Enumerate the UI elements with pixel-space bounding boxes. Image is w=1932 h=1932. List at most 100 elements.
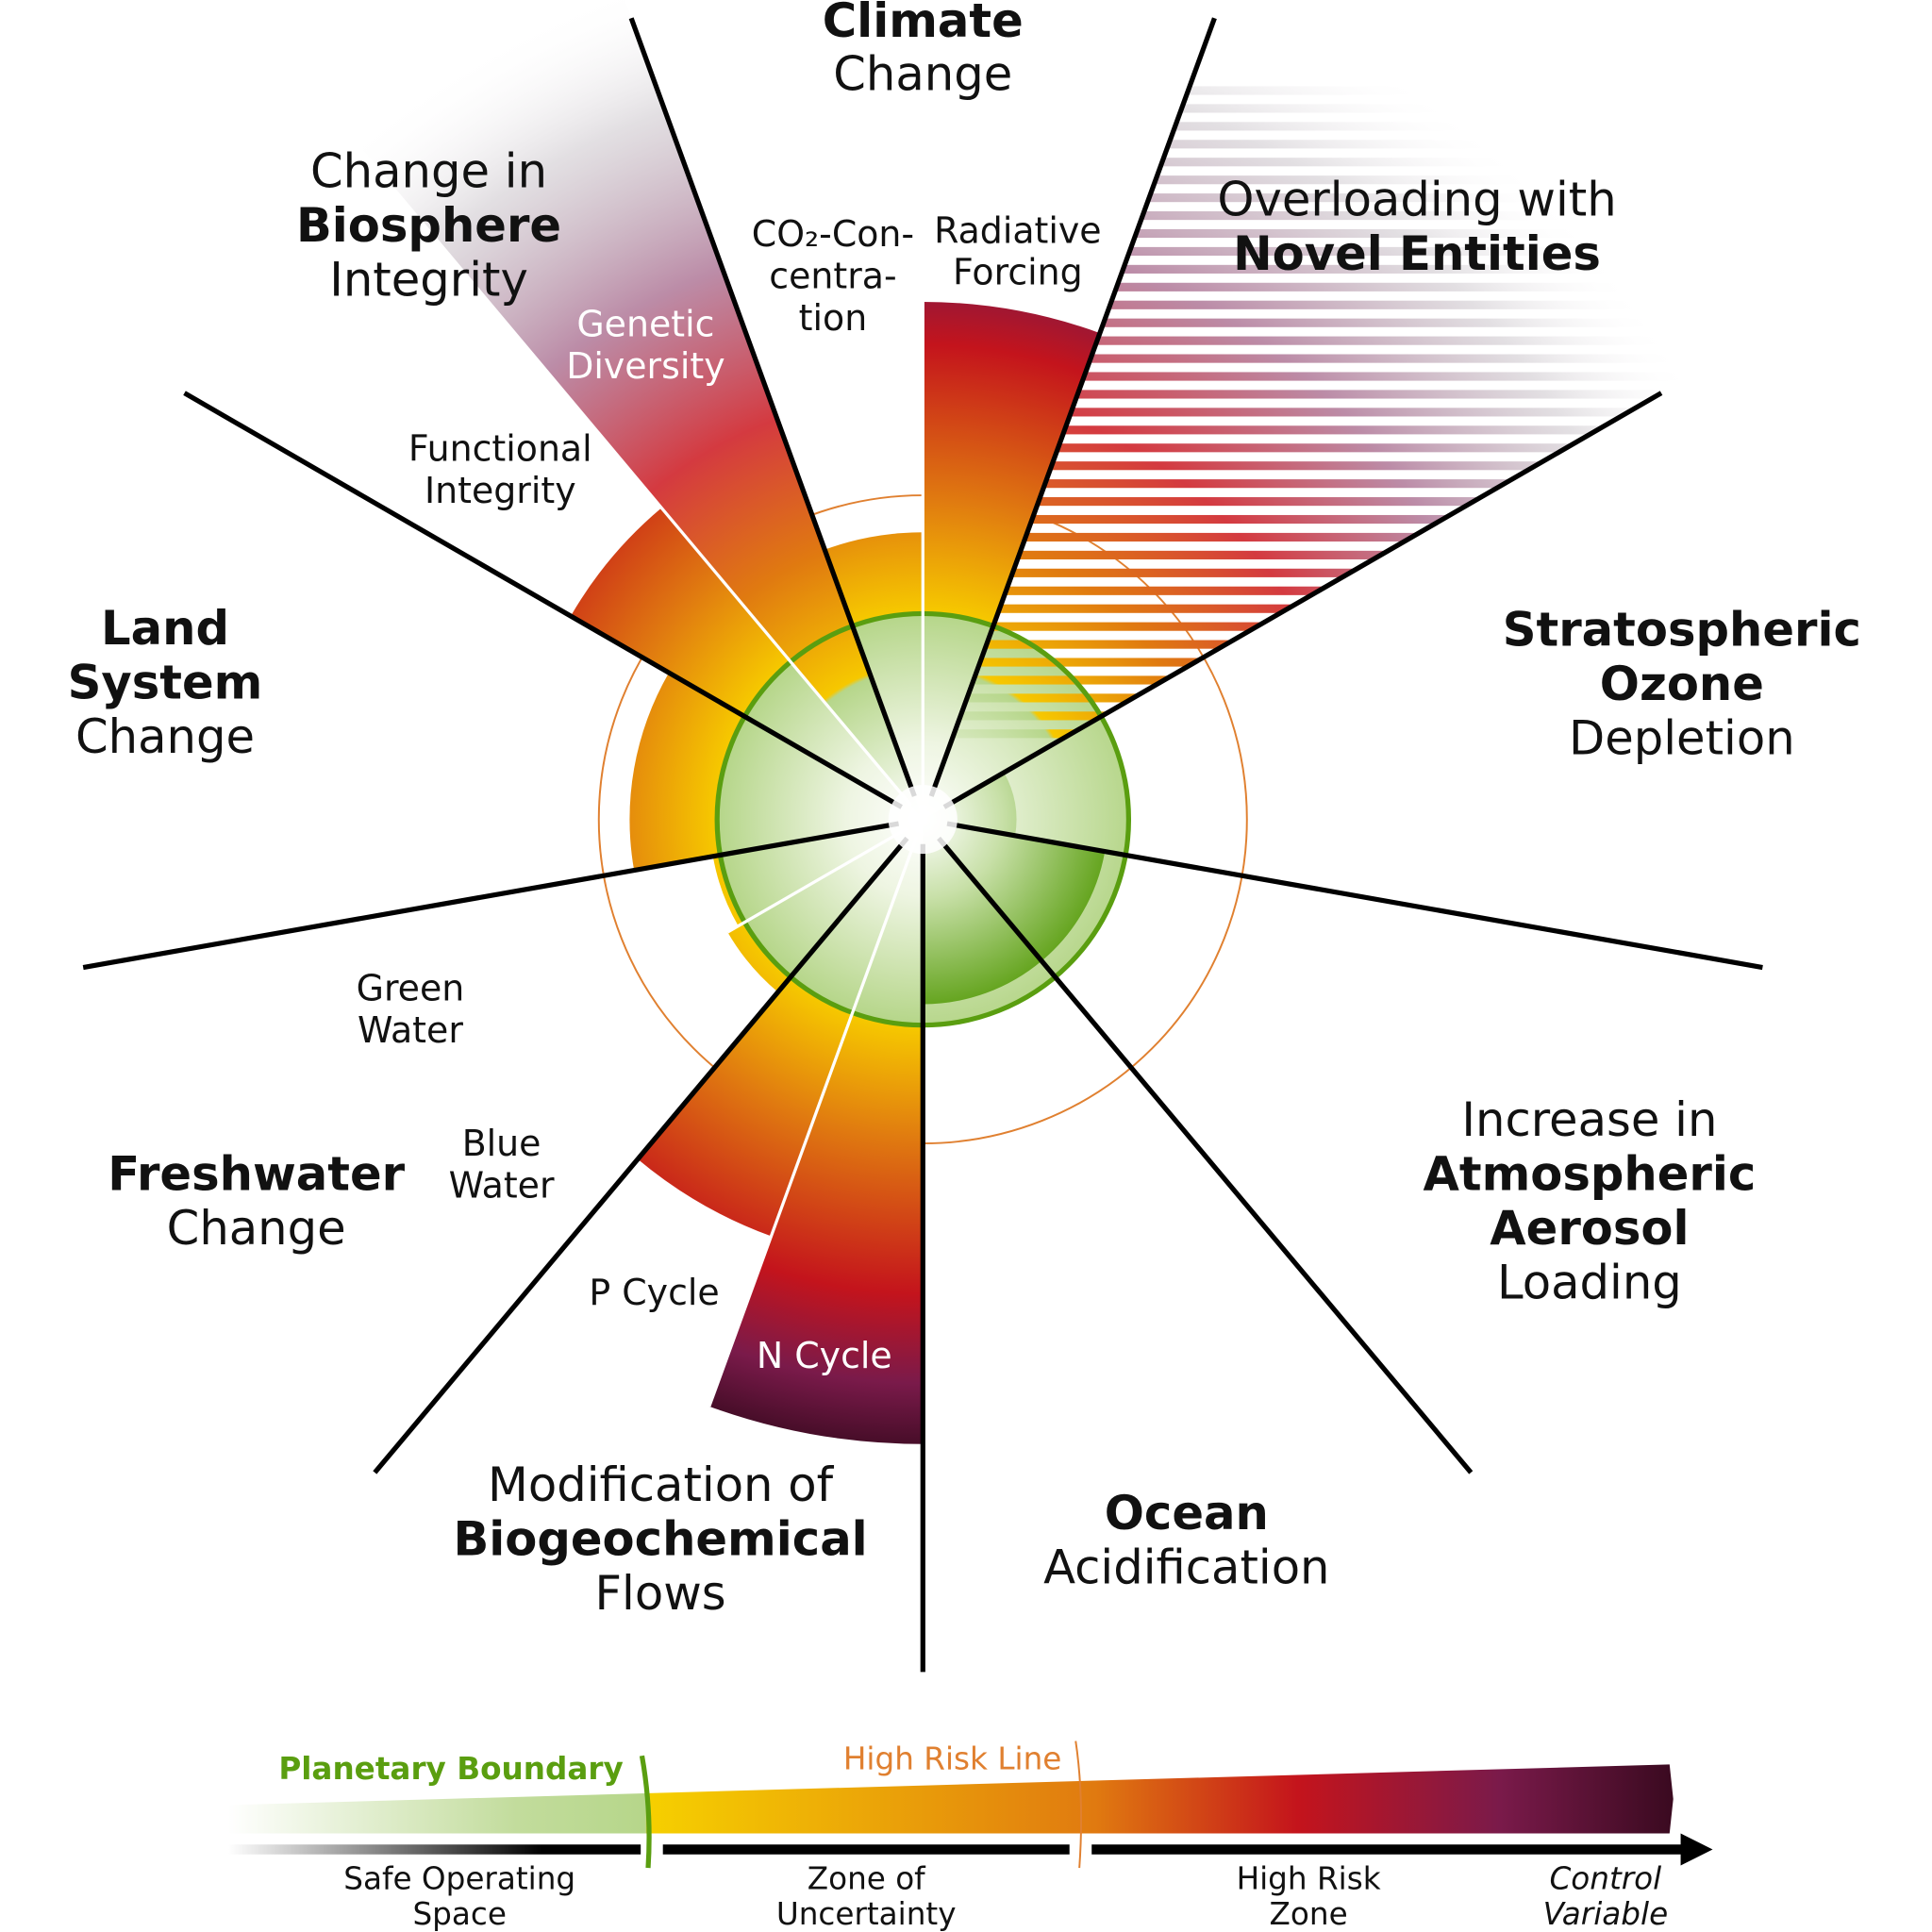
- label-ozone-depletion: Stratospheric Ozone Depletion: [1503, 602, 1861, 765]
- label-climate-change: Climate Change: [823, 0, 1024, 101]
- label-line: Radiative: [934, 209, 1101, 251]
- label-line: Overloading with: [1217, 173, 1616, 227]
- wedge-ocean-acidification: [923, 819, 1042, 1005]
- wedge-p-cycle: [638, 819, 924, 1237]
- label-line: Change in: [310, 144, 547, 199]
- label-line: Ozone: [1600, 657, 1764, 711]
- sector-divider-line: [82, 821, 900, 971]
- label-line: Depletion: [1569, 710, 1795, 765]
- label-biosphere-integrity: Change in Biosphere Integrity: [296, 144, 561, 308]
- legend-high-risk-zone: High Risk: [1237, 1860, 1381, 1896]
- sub-indicator-divider: [708, 836, 919, 1407]
- label-line: tion: [799, 297, 868, 339]
- novel-entities-stripe: [923, 228, 1691, 239]
- label-line: Novel Entities: [1233, 226, 1601, 281]
- label-line: Increase in: [1461, 1092, 1717, 1147]
- label-line: Land: [101, 601, 229, 656]
- label-line: Genetic: [576, 304, 714, 345]
- label-line: Biosphere: [296, 198, 561, 253]
- label-line: centra-: [769, 256, 896, 297]
- label-line: Blue: [462, 1123, 541, 1164]
- label-genetic-diversity: Genetic Diversity: [566, 304, 724, 387]
- sector-divider-line: [373, 836, 909, 1474]
- novel-entities-stripe: [923, 514, 1691, 525]
- sector-divider-line: [937, 836, 1474, 1474]
- label-line: Biogeochemical: [453, 1511, 867, 1566]
- novel-entities-stripe: [923, 211, 1691, 221]
- label-line: Water: [449, 1165, 555, 1207]
- label-n-cycle: N Cycle: [757, 1335, 892, 1376]
- high-risk-line-tick: [1074, 1740, 1083, 1869]
- novel-entities-stripe: [923, 86, 1691, 95]
- label-line: Integrity: [425, 470, 576, 511]
- novel-entities-stripe: [923, 675, 1691, 685]
- novel-entities-stripe: [923, 550, 1691, 559]
- wedge-land-system-change: [629, 673, 924, 871]
- label-line: Ocean: [1105, 1486, 1269, 1541]
- legend-planetary-boundary: Planetary Boundary: [278, 1751, 623, 1787]
- label-ocean-acidification: Ocean Acidification: [1043, 1486, 1329, 1594]
- sector-divider-line: [183, 391, 903, 809]
- novel-entities-stripe: [923, 264, 1691, 274]
- novel-entities-stripe: [923, 568, 1691, 577]
- label-line: Acidification: [1043, 1540, 1329, 1594]
- legend-control-variable: Control: [1550, 1860, 1662, 1896]
- novel-entities-stripe: [923, 461, 1691, 471]
- label-line: Functional: [408, 427, 592, 469]
- label-novel-entities: Overloading with Novel Entities: [1217, 173, 1616, 281]
- wedge-genetic-diversity: [352, 0, 924, 820]
- novel-entities-stripe: [923, 318, 1691, 327]
- legend-control-variable: Variable: [1543, 1896, 1669, 1932]
- novel-entities-stripe: [923, 122, 1691, 131]
- label-line: Aerosol: [1490, 1201, 1689, 1256]
- control-variable-gradient-bar: [227, 1764, 1674, 1834]
- legend-high-risk-zone: Zone: [1270, 1896, 1348, 1932]
- wedge-aerosol-loading: [923, 819, 1106, 961]
- legend-uncertainty: Uncertainty: [776, 1896, 957, 1932]
- novel-entities-stripe: [923, 104, 1691, 113]
- label-line: Modification of: [488, 1457, 835, 1512]
- label-biogeochemical-flows: Modification of Biogeochemical Flows: [453, 1457, 867, 1621]
- novel-entities-stripe: [923, 354, 1691, 363]
- label-line: Loading: [1497, 1256, 1682, 1310]
- novel-entities-stripe: [923, 336, 1691, 345]
- novel-entities-stripe: [923, 246, 1691, 257]
- label-aerosol-loading: Increase in Atmospheric Aerosol Loading: [1423, 1092, 1756, 1309]
- label-functional-integrity: Functional Integrity: [408, 427, 592, 510]
- sector-divider-line: [946, 821, 1763, 971]
- planetary-boundary-tick: [639, 1755, 652, 1869]
- novel-entities-stripe: [923, 408, 1691, 417]
- label-line: Change: [75, 709, 255, 764]
- label-green-water: Green Water: [357, 968, 465, 1051]
- label-line: Climate: [823, 0, 1024, 48]
- novel-entities-stripe: [923, 658, 1691, 667]
- label-p-cycle: P Cycle: [589, 1272, 719, 1313]
- legend-uncertainty: Zone of: [808, 1860, 926, 1896]
- legend-safe-space: Safe Operating: [343, 1860, 575, 1896]
- label-line: Forcing: [953, 252, 1083, 293]
- label-line: Atmospheric: [1423, 1147, 1756, 1202]
- wedge-n-cycle: [708, 819, 924, 1444]
- label-line: System: [68, 656, 263, 710]
- novel-entities-stripe: [923, 158, 1691, 167]
- novel-entities-stripe: [923, 282, 1691, 291]
- label-line: Change: [167, 1201, 346, 1256]
- label-line: Integrity: [329, 252, 528, 307]
- novel-entities-stripe: [923, 693, 1691, 703]
- novel-entities-stripe: [923, 390, 1691, 399]
- wedge-radiative-forcing: [923, 302, 1100, 820]
- novel-entities-stripe: [923, 443, 1691, 453]
- label-land-system-change: Land System Change: [68, 601, 263, 764]
- wedge-green-water: [712, 819, 924, 926]
- wedge-blue-water: [727, 819, 924, 992]
- novel-entities-stripe: [923, 497, 1691, 507]
- sector-divider-lines: [82, 17, 1763, 1673]
- label-line: CO₂-Con-: [752, 213, 914, 255]
- novel-entities-stripe: [923, 300, 1691, 309]
- label-line: Freshwater: [108, 1147, 405, 1202]
- legend: Planetary Boundary High Risk Line Safe O…: [227, 1740, 1713, 1932]
- legend-high-risk-line: High Risk Line: [843, 1741, 1061, 1777]
- novel-entities-stripe: [923, 586, 1691, 595]
- axis-arrow-icon: [1680, 1833, 1713, 1866]
